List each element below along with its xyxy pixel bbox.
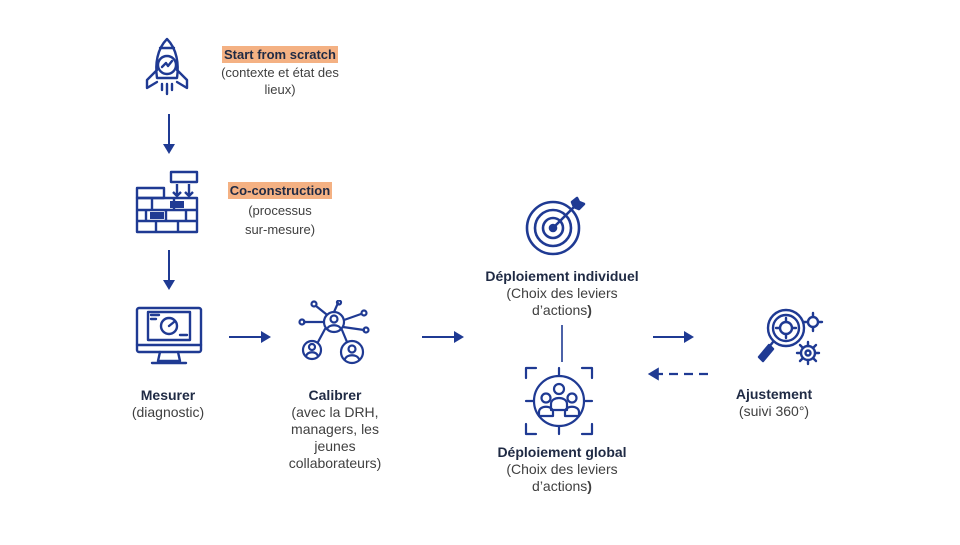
step-individuel-line2-end: )	[587, 302, 592, 318]
target-icon	[524, 196, 590, 258]
magnifier-gears-icon	[756, 304, 826, 370]
step-global-title: Déploiement global	[497, 444, 627, 460]
step-calibrer-line4: collaborateurs)	[288, 455, 382, 471]
step-global-line2: d’actions	[532, 478, 588, 494]
step-start-line1: (contexte et état des	[221, 65, 339, 80]
step-ajustement-title: Ajustement	[735, 386, 813, 402]
step-calibrer-label: Calibrer (avec la DRH, managers, les jeu…	[265, 387, 405, 472]
monitor-gauge-icon	[134, 305, 204, 367]
step-individuel-line2: d’actions	[532, 302, 588, 318]
step-calibrer-line2: managers, les	[291, 421, 379, 437]
step-mesurer-label: Mesurer (diagnostic)	[108, 387, 228, 421]
step-global-line1: (Choix des leviers	[506, 461, 618, 477]
rocket-icon	[138, 36, 196, 98]
building-blocks-icon	[134, 170, 200, 236]
step-calibrer-line1: (avec la DRH,	[291, 404, 379, 420]
step-individuel-line1: (Choix des leviers	[506, 285, 618, 301]
people-network-icon	[298, 300, 372, 370]
step-start-title: Start from scratch	[222, 46, 338, 63]
step-coconstruction-line1: (processus	[248, 203, 312, 218]
step-global-line2-wrap: d’actions)	[462, 478, 662, 495]
step-ajustement-line1: (suivi 360°)	[738, 403, 810, 419]
step-calibrer-title: Calibrer	[308, 387, 362, 403]
step-mesurer-line1: (diagnostic)	[131, 404, 205, 420]
step-coconstruction-line2: sur-mesure)	[244, 222, 316, 237]
step-calibrer-line3: jeunes	[314, 438, 356, 454]
step-global-line2-end: )	[587, 478, 592, 494]
step-individuel-label: Déploiement individuel (Choix des levier…	[462, 268, 662, 319]
step-ajustement-label: Ajustement (suivi 360°)	[714, 386, 834, 420]
group-target-icon	[522, 364, 596, 438]
step-individuel-line2-wrap: d’actions)	[462, 302, 662, 319]
step-mesurer-title: Mesurer	[140, 387, 196, 403]
step-individuel-title: Déploiement individuel	[485, 268, 639, 284]
step-start-label: Start from scratch (contexte et état des…	[205, 46, 355, 97]
step-start-line2: lieux)	[264, 82, 296, 97]
step-coconstruction-label: Co-construction (processus sur-mesure)	[220, 182, 340, 237]
step-coconstruction-title: Co-construction	[227, 182, 333, 199]
step-global-label: Déploiement global (Choix des leviers d’…	[462, 444, 662, 495]
